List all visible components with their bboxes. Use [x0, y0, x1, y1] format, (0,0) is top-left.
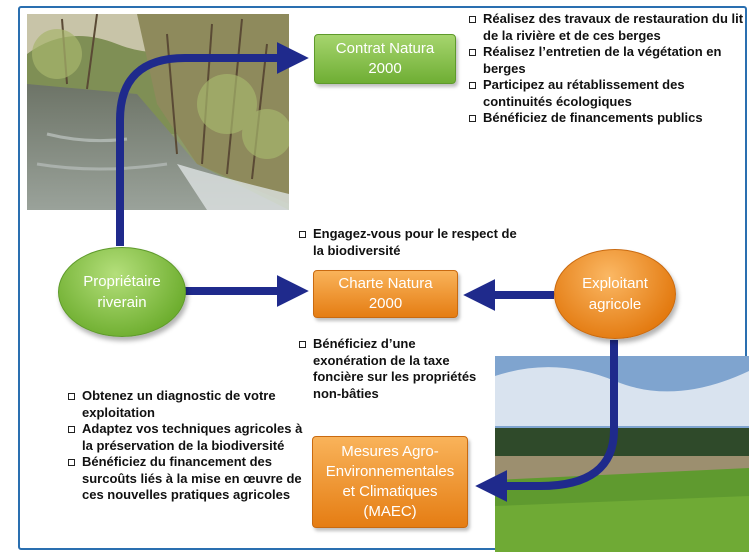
charte-bottom-list: Bénéficiez d’une exonération de la taxe … [299, 336, 489, 402]
list-item: Bénéficiez d’une exonération de la taxe … [299, 336, 489, 402]
hollow-square-bullet-icon [469, 16, 476, 23]
maec-actions-list: Obtenez un diagnostic de votre exploitat… [68, 388, 308, 504]
hollow-square-bullet-icon [469, 82, 476, 89]
hollow-square-bullet-icon [469, 49, 476, 56]
field-photo [495, 356, 749, 552]
list-item: Bénéficiez de financements publics [469, 110, 751, 127]
contrat-natura-box: Contrat Natura 2000 [314, 34, 456, 84]
list-item: Bénéficiez du financement des surcoûts l… [68, 454, 308, 504]
hollow-square-bullet-icon [299, 341, 306, 348]
hollow-square-bullet-icon [68, 426, 75, 433]
list-item: Réalisez des travaux de restauration du … [469, 11, 751, 44]
list-item: Participez au rétablissement des continu… [469, 77, 751, 110]
charte-top-list: Engagez-vous pour le respect de la biodi… [299, 226, 519, 259]
list-item: Obtenez un diagnostic de votre exploitat… [68, 388, 308, 421]
arrow-to-maec [475, 340, 618, 502]
exploitant-agricole-oval: Exploitant agricole [554, 249, 676, 339]
hollow-square-bullet-icon [299, 231, 306, 238]
proprietaire-riverain-oval: Propriétaire riverain [58, 247, 186, 337]
hollow-square-bullet-icon [68, 459, 75, 466]
hollow-square-bullet-icon [68, 393, 75, 400]
list-item: Réalisez l’entretien de la végétation en… [469, 44, 751, 77]
contrat-actions-list: Réalisez des travaux de restauration du … [469, 11, 751, 127]
charte-natura-box: Charte Natura 2000 [313, 270, 458, 318]
arrow-to-contrat [116, 42, 309, 246]
list-item: Adaptez vos techniques agricoles à la pr… [68, 421, 308, 454]
hollow-square-bullet-icon [469, 115, 476, 122]
maec-box: Mesures Agro-Environnementales et Climat… [312, 436, 468, 528]
list-item: Engagez-vous pour le respect de la biodi… [299, 226, 519, 259]
